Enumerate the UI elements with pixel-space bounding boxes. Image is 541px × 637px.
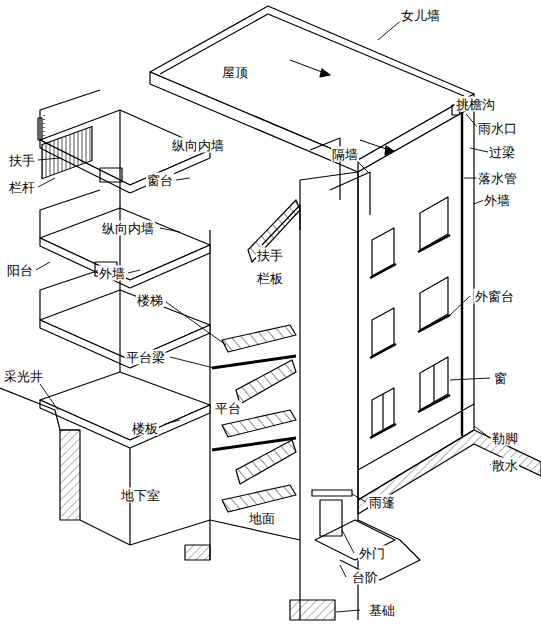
staircase bbox=[210, 200, 300, 560]
part-label: 栏杆 bbox=[8, 180, 36, 195]
part-label: 外窗台 bbox=[474, 289, 515, 304]
part-label: 过梁 bbox=[488, 145, 516, 160]
part-label: 窗 bbox=[493, 371, 508, 386]
part-label: 地下室 bbox=[120, 488, 161, 503]
part-label: 勒脚 bbox=[491, 431, 519, 446]
part-label: 扶手 bbox=[8, 153, 36, 168]
part-label: 挑檐沟 bbox=[455, 97, 496, 112]
part-label: 采光井 bbox=[3, 369, 44, 384]
basement bbox=[0, 388, 420, 580]
part-label: 窗台 bbox=[146, 173, 174, 188]
part-label: 雨水口 bbox=[477, 121, 518, 136]
part-label: 楼板 bbox=[131, 421, 159, 436]
part-label: 平台 bbox=[214, 401, 242, 416]
part-label: 散水 bbox=[491, 458, 519, 473]
part-label: 纵向内墙 bbox=[171, 138, 225, 153]
part-label: 基础 bbox=[368, 603, 396, 618]
part-label: 雨篷 bbox=[368, 495, 396, 510]
part-label: 纵向内墙 bbox=[101, 221, 155, 236]
part-label: 楼梯 bbox=[136, 293, 164, 308]
part-label: 台阶 bbox=[351, 570, 379, 585]
part-label: 落水管 bbox=[477, 171, 518, 186]
leader-lines bbox=[36, 18, 500, 612]
part-label: 外门 bbox=[358, 546, 386, 561]
part-label: 栏板 bbox=[256, 271, 284, 286]
windows bbox=[370, 197, 450, 438]
part-label: 外墙 bbox=[483, 193, 511, 208]
part-label: 隔墙 bbox=[331, 147, 359, 162]
part-label: 阳台 bbox=[6, 263, 34, 278]
part-label: 地面 bbox=[248, 511, 276, 526]
part-label: 外墙 bbox=[98, 266, 126, 281]
part-label: 女儿墙 bbox=[400, 8, 441, 23]
part-label: 屋顶 bbox=[221, 65, 249, 80]
part-label: 扶手 bbox=[256, 248, 284, 263]
part-label: 平台梁 bbox=[125, 350, 166, 365]
front-facade bbox=[358, 106, 541, 514]
